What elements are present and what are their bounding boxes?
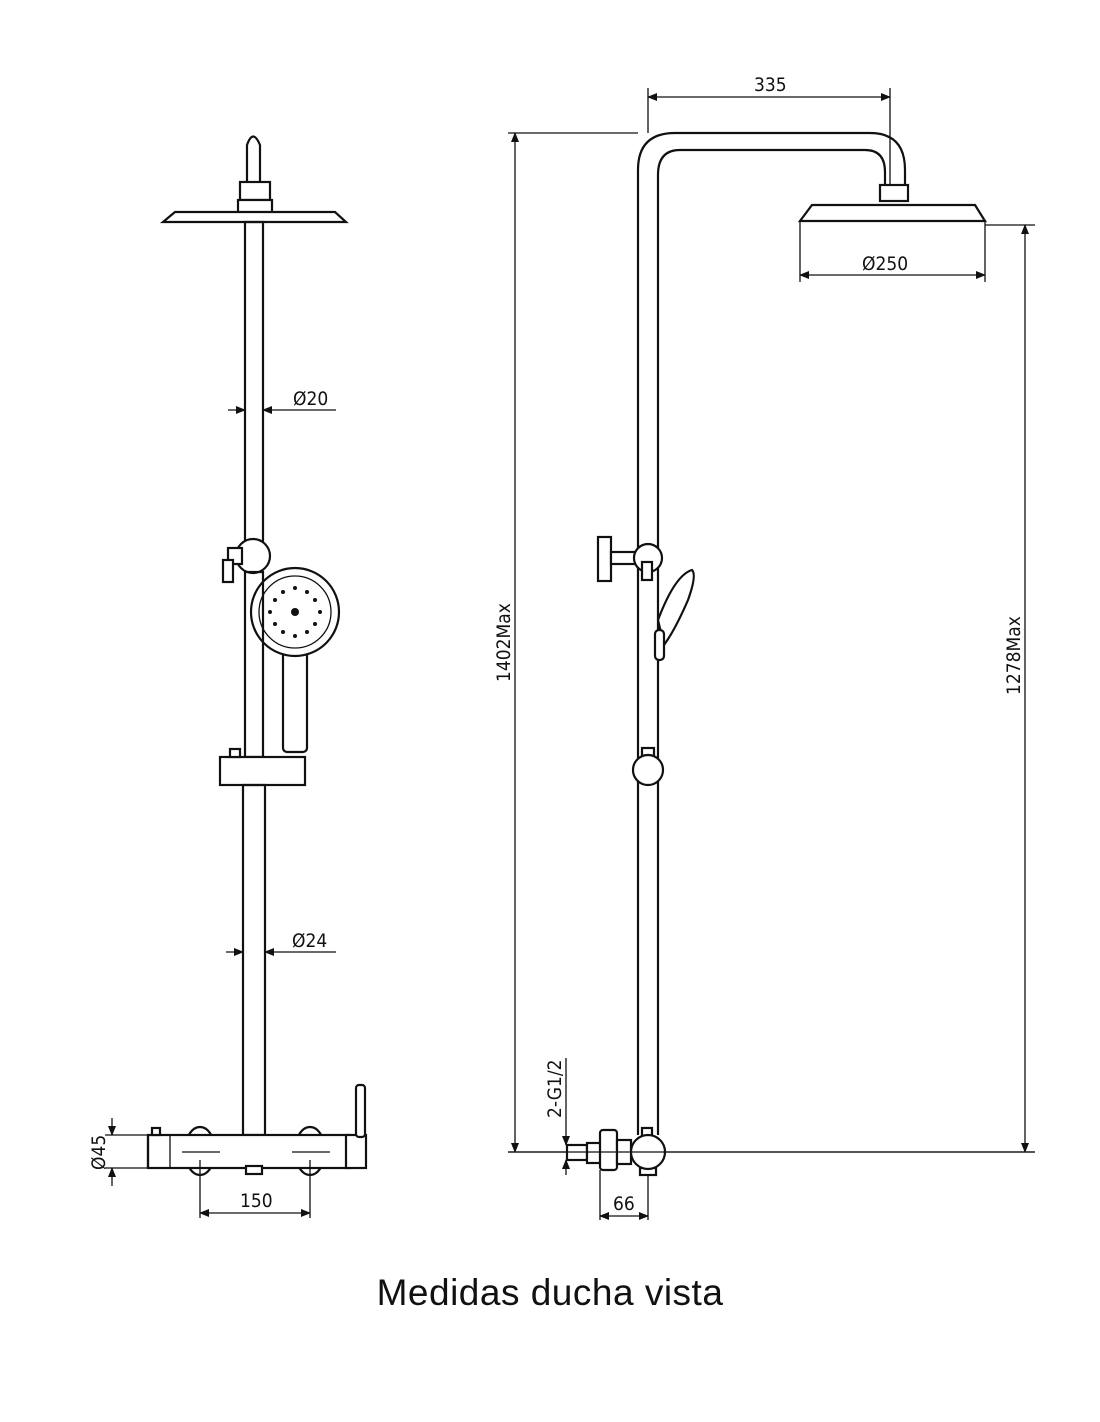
upper-pipe: [243, 220, 265, 544]
diagram-caption: Medidas ducha vista: [376, 1272, 724, 1313]
head-nut: [238, 180, 272, 202]
rain-shower-head: [797, 203, 987, 223]
dim-arm-reach: 335: [754, 74, 787, 96]
slider-bracket: [218, 755, 307, 787]
dim-mixer-centers: 150: [240, 1190, 273, 1212]
dim-pipe-bottom: Ø24: [292, 930, 327, 952]
head-nut: [878, 183, 910, 203]
rain-shower-head: [159, 210, 349, 224]
hand-shower-side: [656, 568, 695, 648]
side-view: 335 Ø250 1402Max 1278Max: [493, 74, 1035, 1220]
lower-pipe: [241, 783, 267, 1137]
mixer-lever: [354, 1083, 367, 1139]
diverter-knob: [596, 535, 613, 583]
slider-bracket: [631, 753, 665, 787]
dim-wall-offset: 66: [613, 1193, 635, 1215]
mixer-lever-base: [344, 1133, 368, 1170]
dim-pipe-top: Ø20: [293, 388, 328, 410]
front-view: Ø20 Ø24: [88, 135, 368, 1218]
dim-head-diameter: Ø250: [862, 253, 908, 275]
wall-flange: [598, 1128, 619, 1172]
dim-total-height: 1402Max: [493, 603, 515, 682]
dim-inlet-thread: 2-G1/2: [544, 1060, 566, 1119]
gooseneck-top: [245, 135, 262, 185]
dim-head-height: 1278Max: [1003, 616, 1025, 695]
dim-mixer-body: Ø45: [88, 1135, 110, 1170]
